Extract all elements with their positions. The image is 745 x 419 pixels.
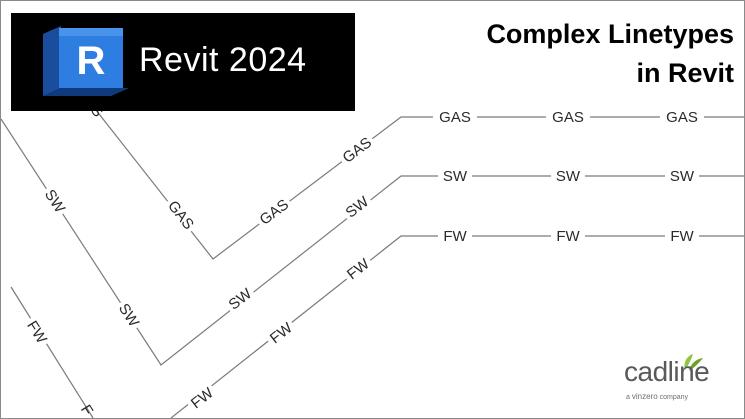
tagline-suffix: company <box>659 394 689 401</box>
revit-banner: R Revit 2024 <box>11 13 355 111</box>
gas-label: GAS <box>552 109 584 126</box>
title-line-2: in Revit <box>636 58 734 88</box>
tagline-prefix: a <box>626 394 630 401</box>
cadline-tagline: a vinzero company <box>626 392 688 401</box>
gas-line <box>80 90 744 260</box>
product-title: Revit 2024 <box>139 41 307 79</box>
fw-label: FW <box>670 228 694 245</box>
fw-line <box>10 286 94 418</box>
partial-label-bottom: F <box>77 402 96 418</box>
sw-line <box>1 118 744 366</box>
sw-label: SW <box>556 168 581 185</box>
cadline-wordmark: cadline <box>624 356 710 387</box>
page-title: Complex Linetypes in Revit <box>404 15 734 93</box>
revit-logo-icon: R <box>33 26 133 103</box>
gas-label: GAS <box>666 109 698 126</box>
fw-label: FW <box>556 228 580 245</box>
revit-logo-letter: R <box>77 39 106 83</box>
leaf-icon <box>679 354 705 377</box>
sw-label: SW <box>670 168 695 185</box>
sw-label: SW <box>443 168 468 185</box>
fw-label: FW <box>443 228 467 245</box>
gas-label: GAS <box>439 109 471 126</box>
fw-line-lower <box>170 235 744 418</box>
cadline-logo: cadline a vinzero company <box>624 354 734 406</box>
title-line-1: Complex Linetypes <box>486 19 734 49</box>
tagline-brand: vinzero <box>631 392 658 401</box>
